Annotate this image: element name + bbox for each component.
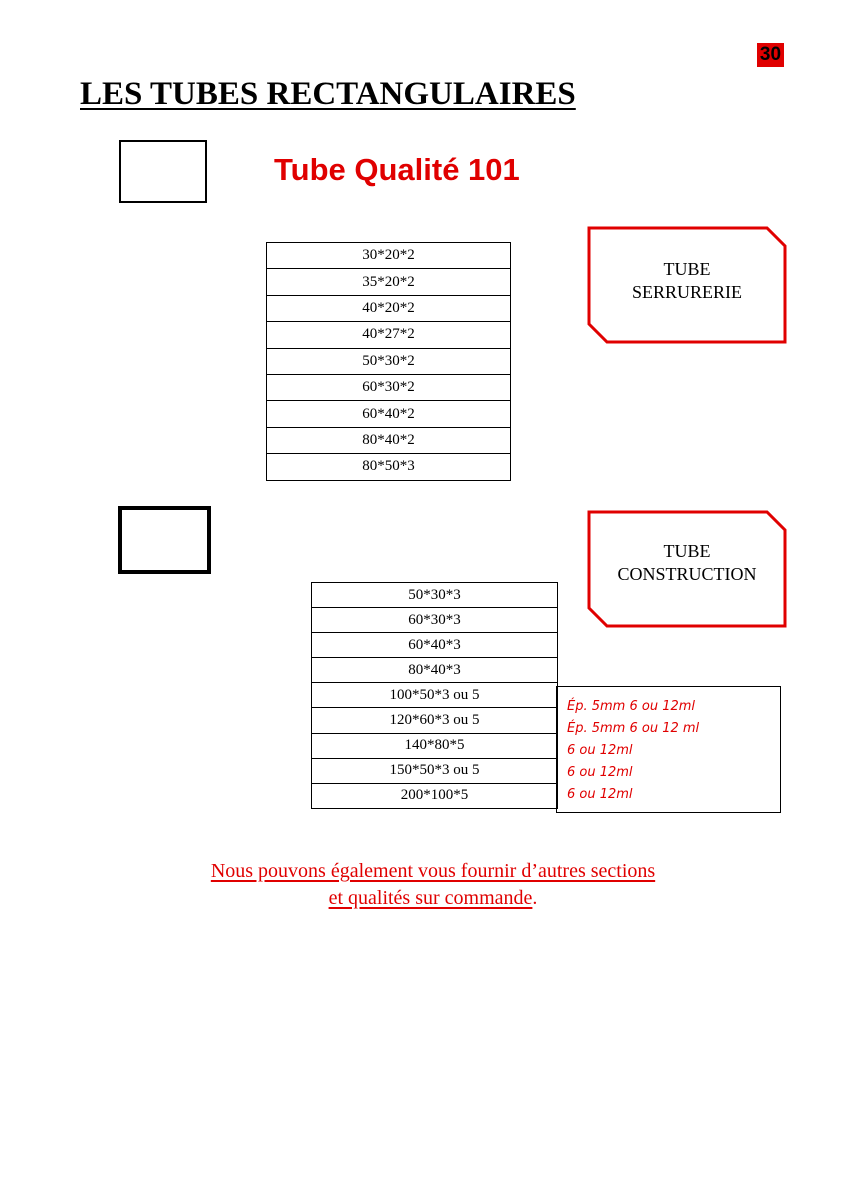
size-cell: 200*100*5 xyxy=(311,782,558,809)
construction-sizes-table: 50*30*3 60*30*3 60*40*3 80*40*3 100*50*3… xyxy=(311,581,558,809)
table-row: 140*80*5 xyxy=(311,732,558,759)
size-cell: 80*40*3 xyxy=(311,657,558,684)
table-row: 50*30*3 xyxy=(311,581,558,609)
table-row: 60*30*2 xyxy=(266,373,511,402)
cut-corner-frame xyxy=(587,510,787,628)
table-row: 200*100*5 xyxy=(311,782,558,809)
size-cell: 60*30*3 xyxy=(311,607,558,634)
footer-line-1: Nous pouvons également vous fournir d’au… xyxy=(0,858,848,885)
footer-period: . xyxy=(532,887,538,909)
label-line: TUBE xyxy=(663,541,711,561)
table-row: 80*40*3 xyxy=(311,657,558,684)
footer-text: et qualités sur commande xyxy=(328,887,533,909)
table-row: 120*60*3 ou 5 xyxy=(311,707,558,734)
footer-text: Nous pouvons également vous fournir d’au… xyxy=(210,860,656,882)
table-row: 60*40*3 xyxy=(311,632,558,659)
size-cell: 120*60*3 ou 5 xyxy=(311,707,558,734)
size-cell: 80*50*3 xyxy=(266,453,511,481)
page-number: 30 xyxy=(757,43,784,67)
size-cell: 40*27*2 xyxy=(266,321,511,349)
label-line: CONSTRUCTION xyxy=(617,564,757,584)
note-line: 6 ou 12ml xyxy=(567,787,633,802)
table-row: 150*50*3 ou 5 xyxy=(311,757,558,784)
table-row: 80*40*2 xyxy=(266,426,511,455)
size-cell: 50*30*3 xyxy=(311,581,558,609)
table-row: 40*27*2 xyxy=(266,321,511,349)
table-row: 50*30*2 xyxy=(266,347,511,375)
size-cell: 100*50*3 ou 5 xyxy=(311,682,558,709)
construction-notes-box: Ép. 5mm 6 ou 12ml Ép. 5mm 6 ou 12 ml 6 o… xyxy=(556,686,781,813)
size-cell: 80*40*2 xyxy=(266,426,511,455)
table-row: 40*20*2 xyxy=(266,294,511,323)
note-line: 6 ou 12ml xyxy=(567,743,633,758)
thin-rectangle-tube-icon xyxy=(119,140,207,203)
size-cell: 50*30*2 xyxy=(266,347,511,375)
label-line: TUBE xyxy=(663,259,711,279)
note-line: Ép. 5mm 6 ou 12 ml xyxy=(567,721,700,736)
size-cell: 60*40*3 xyxy=(311,632,558,659)
thick-rectangle-tube-icon xyxy=(118,506,211,574)
size-cell: 35*20*2 xyxy=(266,268,511,296)
construction-label: TUBE CONSTRUCTION xyxy=(587,540,787,586)
size-cell: 60*40*2 xyxy=(266,400,511,428)
table-row: 60*30*3 xyxy=(311,607,558,634)
table-row: 30*20*2 xyxy=(266,241,511,270)
table-row: 60*40*2 xyxy=(266,400,511,428)
serrurerie-label-box: TUBE SERRURERIE xyxy=(587,226,787,344)
construction-label-box: TUBE CONSTRUCTION xyxy=(587,510,787,628)
table-row: 100*50*3 ou 5 xyxy=(311,682,558,709)
quality-subtitle: Tube Qualité 101 xyxy=(274,152,520,187)
size-cell: 30*20*2 xyxy=(266,241,511,270)
size-cell: 60*30*2 xyxy=(266,373,511,402)
label-line: SERRURERIE xyxy=(631,282,742,302)
size-cell: 40*20*2 xyxy=(266,294,511,323)
serrurerie-sizes-table: 30*20*2 35*20*2 40*20*2 40*27*2 50*30*2 … xyxy=(266,241,511,481)
note-line: 6 ou 12ml xyxy=(567,765,633,780)
footer-line-2: et qualités sur commande. xyxy=(0,885,848,912)
cut-corner-frame xyxy=(587,226,787,344)
table-row: 80*50*3 xyxy=(266,453,511,481)
note-line: Ép. 5mm 6 ou 12ml xyxy=(567,699,696,714)
footer-notice: Nous pouvons également vous fournir d’au… xyxy=(0,858,848,912)
serrurerie-label: TUBE SERRURERIE xyxy=(587,258,787,304)
size-cell: 140*80*5 xyxy=(311,732,558,759)
table-row: 35*20*2 xyxy=(266,268,511,296)
page-title: LES TUBES RECTANGULAIRES xyxy=(80,76,576,112)
size-cell: 150*50*3 ou 5 xyxy=(311,757,558,784)
